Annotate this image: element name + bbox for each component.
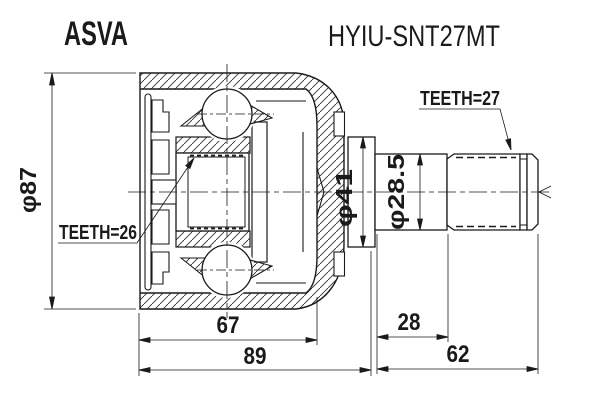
part-number: HYIU-SNT27MT — [328, 20, 500, 53]
housing-cross-section — [139, 72, 346, 310]
dim-shaft-diameter: φ28.5 — [383, 154, 409, 230]
dim-outer-diameter: φ87 — [15, 167, 41, 213]
dim-shaft-length: 62 — [447, 341, 470, 368]
brand-logo: ASVA — [64, 15, 128, 53]
dim-housing-depth: 67 — [217, 312, 240, 339]
label-teeth-outer: TEETH=27 — [420, 88, 500, 110]
rim-groove-top — [333, 111, 346, 137]
shaft — [347, 136, 552, 248]
ball-bearings — [179, 86, 274, 298]
dim-flange-diameter: φ41 — [331, 169, 357, 227]
dim-spline-offset: 28 — [398, 309, 421, 336]
dimension-lines — [44, 72, 539, 376]
centerlines — [128, 64, 549, 318]
rim-groove-bottom — [333, 251, 346, 277]
dim-housing-length: 89 — [244, 343, 267, 370]
label-teeth-inner: TEETH=26 — [59, 222, 137, 244]
